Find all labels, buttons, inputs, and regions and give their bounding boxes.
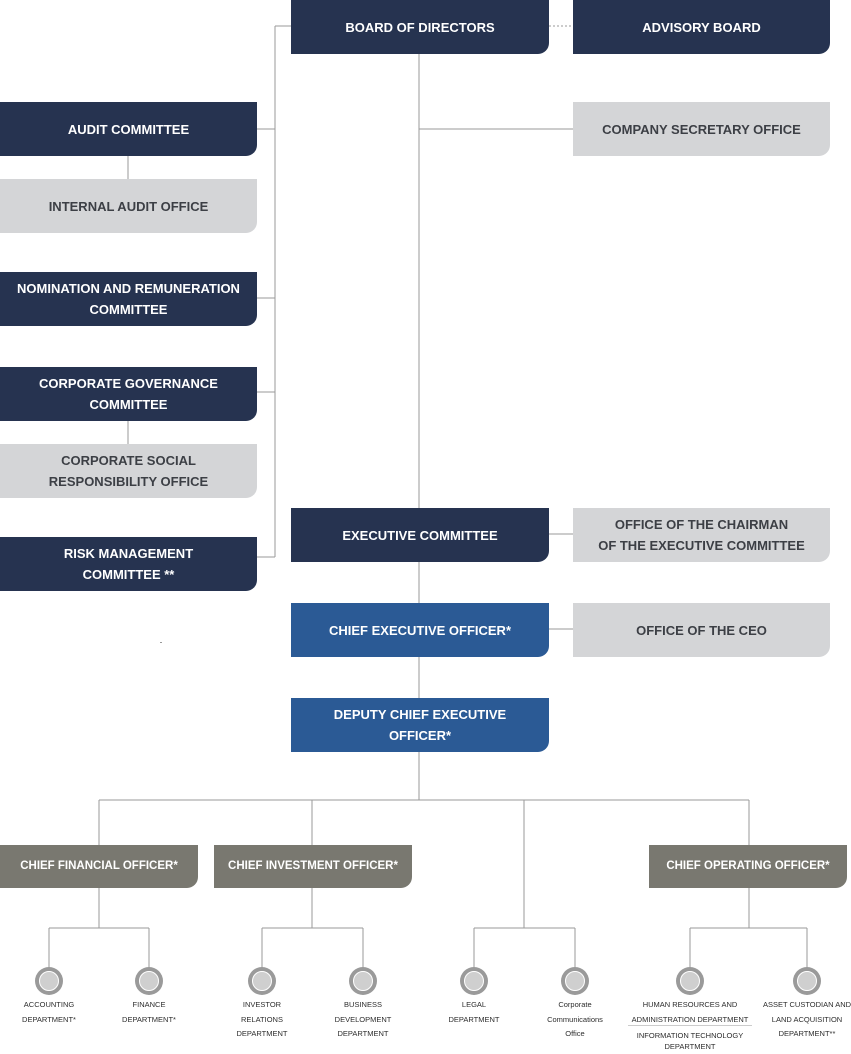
corporate-communications-office-label: Corporate Communications Office [547,1000,603,1038]
chief-investment-officer-box: CHIEF INVESTMENT OFFICER* [214,845,412,888]
chief-executive-officer-box: CHIEF EXECUTIVE OFFICER* [291,603,549,657]
asset-custodian-node-icon [793,967,821,995]
office-of-chairman-box: OFFICE OF THE CHAIRMAN OF THE EXECUTIVE … [573,508,830,562]
internal-audit-office-box: INTERNAL AUDIT OFFICE [0,179,257,233]
legal-department-label: LEGAL DEPARTMENT [448,1000,500,1024]
asset-custodian-department-label: ASSET CUSTODIAN AND LAND ACQUISITION DEP… [762,1000,851,1038]
company-secretary-office-box: COMPANY SECRETARY OFFICE [573,102,830,156]
stray-dot [160,642,162,643]
accounting-department-label: ACCOUNTING DEPARTMENT* [22,1000,76,1024]
chief-operating-officer-box: CHIEF OPERATING OFFICER* [649,845,847,888]
hr-admin-node-icon [676,967,704,995]
deputy-chief-executive-officer-box: DEPUTY CHIEF EXECUTIVE OFFICER* [291,698,549,752]
business-development-department-label: BUSINESS DEVELOPMENT DEPARTMENT [334,1000,392,1038]
audit-committee-box: AUDIT COMMITTEE [0,102,257,156]
hr-admin-department-label: HUMAN RESOURCES AND ADMINISTRATION DEPAR… [631,1000,749,1024]
office-of-ceo-box: OFFICE OF THE CEO [573,603,830,657]
business-development-node-icon [349,967,377,995]
investor-relations-node-icon [248,967,276,995]
communications-node-icon [561,967,589,995]
information-technology-department-label: INFORMATION TECHNOLOGY DEPARTMENT [628,1025,752,1052]
nomination-remuneration-committee-box: NOMINATION AND REMUNERATION COMMITTEE [0,272,257,326]
finance-department-label: FINANCE DEPARTMENT* [122,1000,176,1024]
chief-financial-officer-box: CHIEF FINANCIAL OFFICER* [0,845,198,888]
advisory-board-box: ADVISORY BOARD [573,0,830,54]
corporate-governance-committee-box: CORPORATE GOVERNANCE COMMITTEE [0,367,257,421]
corporate-social-responsibility-office-box: CORPORATE SOCIAL RESPONSIBILITY OFFICE [0,444,257,498]
executive-committee-box: EXECUTIVE COMMITTEE [291,508,549,562]
investor-relations-department-label: INVESTOR RELATIONS DEPARTMENT [236,1000,288,1038]
legal-node-icon [460,967,488,995]
board-of-directors-box: BOARD OF DIRECTORS [291,0,549,54]
accounting-node-icon [35,967,63,995]
finance-node-icon [135,967,163,995]
risk-management-committee-box: RISK MANAGEMENT COMMITTEE ** [0,537,257,591]
